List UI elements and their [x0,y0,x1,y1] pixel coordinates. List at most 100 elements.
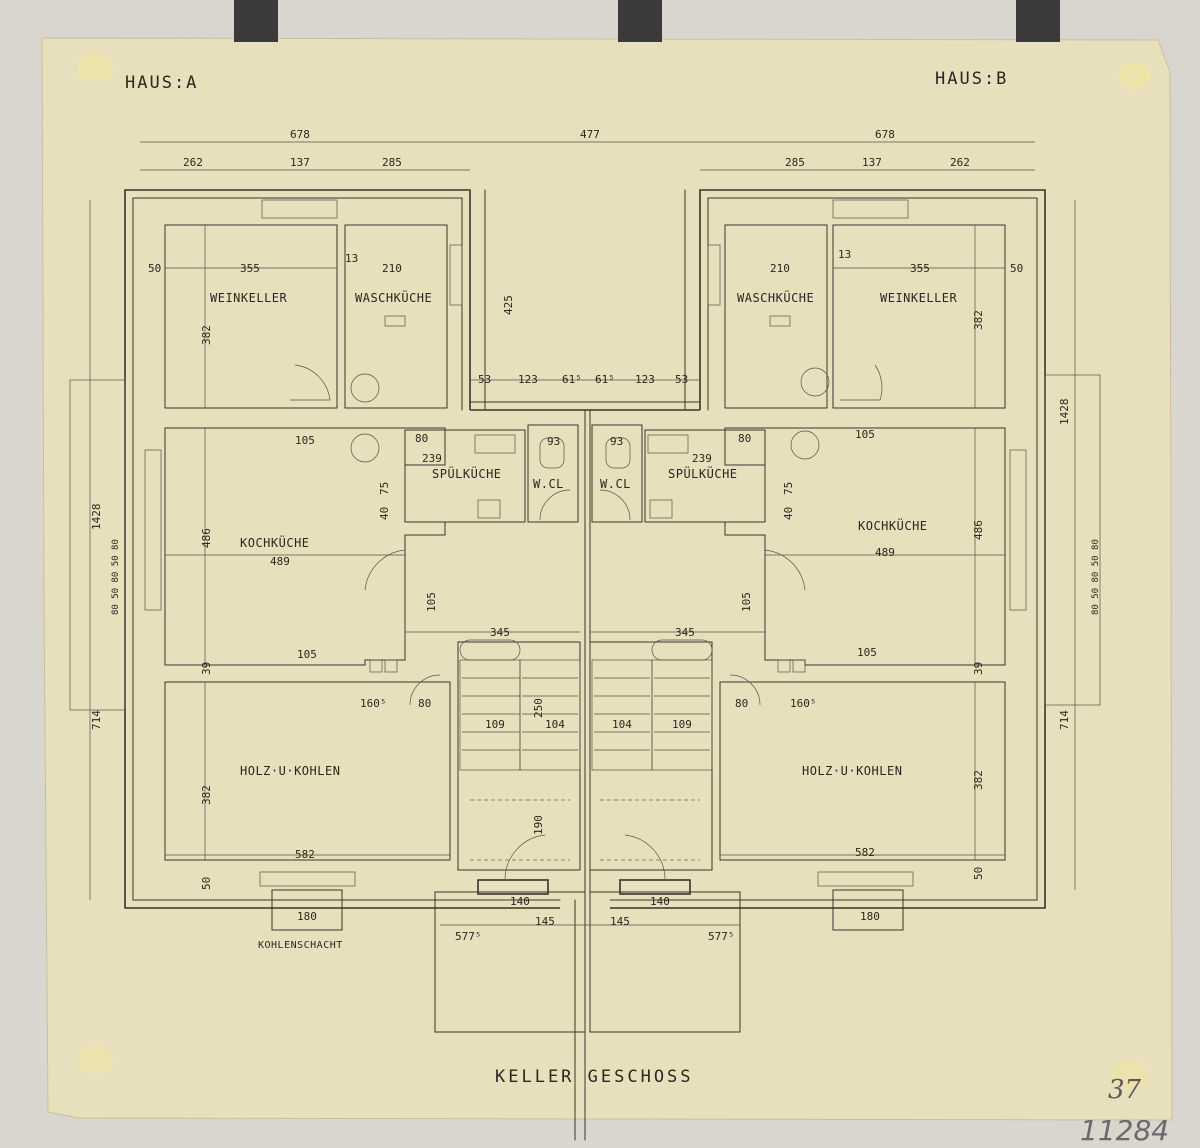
dim-714-b: 714 [1058,710,1071,730]
dim-1428-b: 1428 [1058,399,1071,426]
dim-50-b: 50 [1010,262,1023,275]
dim-714-a: 714 [90,710,103,730]
room-label-holz-kohlen-a: HOLZ·U·KOHLEN [240,764,340,778]
dim-105-b2: 105 [740,592,753,612]
dim-239-b: 239 [692,452,712,465]
dim-262-a: 262 [183,156,203,169]
dim-345-a: 345 [490,626,510,639]
dim-53-a: 53 [478,373,491,386]
dim-105-a2: 105 [425,592,438,612]
dim-382-a1: 382 [200,325,213,345]
dim-355-b: 355 [910,262,930,275]
dim-190: 190 [532,815,545,835]
paper-stain [77,54,113,82]
dim-425: 425 [502,295,515,315]
tape-strip [1016,0,1060,42]
room-label-spulkuche-a: SPÜLKÜCHE [432,465,502,481]
dim-39-b: 39 [972,662,985,675]
dim-180-a: 180 [297,910,317,923]
dim-145-a: 145 [535,915,555,928]
room-label-kochkuche-a: KOCHKÜCHE [240,534,310,550]
dim-355-a: 355 [240,262,260,275]
dim-137-a: 137 [290,156,310,169]
dim-382-b1: 382 [972,310,985,330]
dim-80-a2: 80 [418,697,431,710]
dim-477: 477 [580,128,600,141]
dim-93-b: 93 [610,435,623,448]
tape-strip [618,0,662,42]
room-label-wc-b: W.CL [600,477,631,491]
room-label-wc-a: W.CL [533,477,564,491]
dim-40-b: 40 [782,507,795,520]
dim-239-a: 239 [422,452,442,465]
dim-345-b: 345 [675,626,695,639]
dim-1428-a: 1428 [90,504,103,531]
dim-582-a: 582 [295,848,315,861]
dim-382-a2: 382 [200,785,213,805]
room-label-weinkeller-b: WEINKELLER [880,291,958,305]
dim-80-a1: 80 [415,432,428,445]
dim-50-b2: 50 [972,867,985,880]
dim-window-stack-b: 80 50 80 50 80 [1091,539,1101,615]
dim-1605-a: 160⁵ [360,697,387,710]
page-number: 37 [1108,1075,1142,1105]
dim-75-b: 75 [782,482,795,495]
room-label-spulkuche-b: SPÜLKÜCHE [668,465,738,481]
dim-93-a: 93 [547,435,560,448]
dim-109-a: 109 [485,718,505,731]
room-label-kochkuche-b: KOCHKÜCHE [858,517,928,533]
dim-382-b2: 382 [972,770,985,790]
dim-1605-b: 160⁵ [790,697,817,710]
dim-109-b: 109 [672,718,692,731]
house-b-header: HAUS:B [935,69,1008,89]
dim-486-a: 486 [200,528,213,548]
room-label-weinkeller-a: WEINKELLER [210,291,288,305]
dim-105-a3: 105 [297,648,317,661]
tape-strip [234,0,278,42]
fixtures [350,315,830,673]
door-swings [290,364,883,881]
stairs-house-a [459,639,581,861]
dim-105-b3: 105 [857,646,877,659]
dim-104-a: 104 [545,718,565,731]
room-label-holz-kohlen-b: HOLZ·U·KOHLEN [802,764,902,778]
entrance-court [434,879,741,1141]
dim-104-b: 104 [612,718,632,731]
rooms-house-a [164,224,581,871]
dim-39-a: 39 [200,662,213,675]
dim-145-b: 145 [610,915,630,928]
tracing-paper [41,37,1173,1121]
dim-180-b: 180 [860,910,880,923]
label-kohlenschacht: KOHLENSCHACHT [258,940,343,951]
dim-140-b: 140 [650,895,670,908]
dim-285-b: 285 [785,156,805,169]
dim-123-b: 123 [635,373,655,386]
paper-stain [77,1046,113,1074]
rooms-house-b [589,224,1006,871]
dim-678-b: 678 [875,128,895,141]
house-a-header: HAUS:A [125,73,198,93]
dim-105-b1: 105 [855,428,875,441]
dim-678-a: 678 [290,128,310,141]
dim-285-a: 285 [382,156,402,169]
dim-140-a: 140 [510,895,530,908]
dim-50-a: 50 [148,262,161,275]
dim-615-b: 61⁵ [595,373,615,386]
dim-40-a: 40 [378,507,391,520]
dim-window-stack-a: 80 50 80 50 80 [111,539,121,615]
archive-number: 11284 [1080,1114,1169,1147]
dim-210-a: 210 [382,262,402,275]
dim-105-a1: 105 [295,434,315,447]
dim-5775-b: 577⁵ [708,930,735,943]
dim-250: 250 [532,698,545,718]
paper-stain [1119,61,1151,89]
dim-486-b: 486 [972,520,985,540]
dim-615-a: 61⁵ [562,373,582,386]
dim-262-b: 262 [950,156,970,169]
dim-489-b: 489 [875,546,895,559]
room-label-waschkuche-a: WASCHKÜCHE [355,289,432,305]
dim-489-a: 489 [270,555,290,568]
dim-123-a: 123 [518,373,538,386]
